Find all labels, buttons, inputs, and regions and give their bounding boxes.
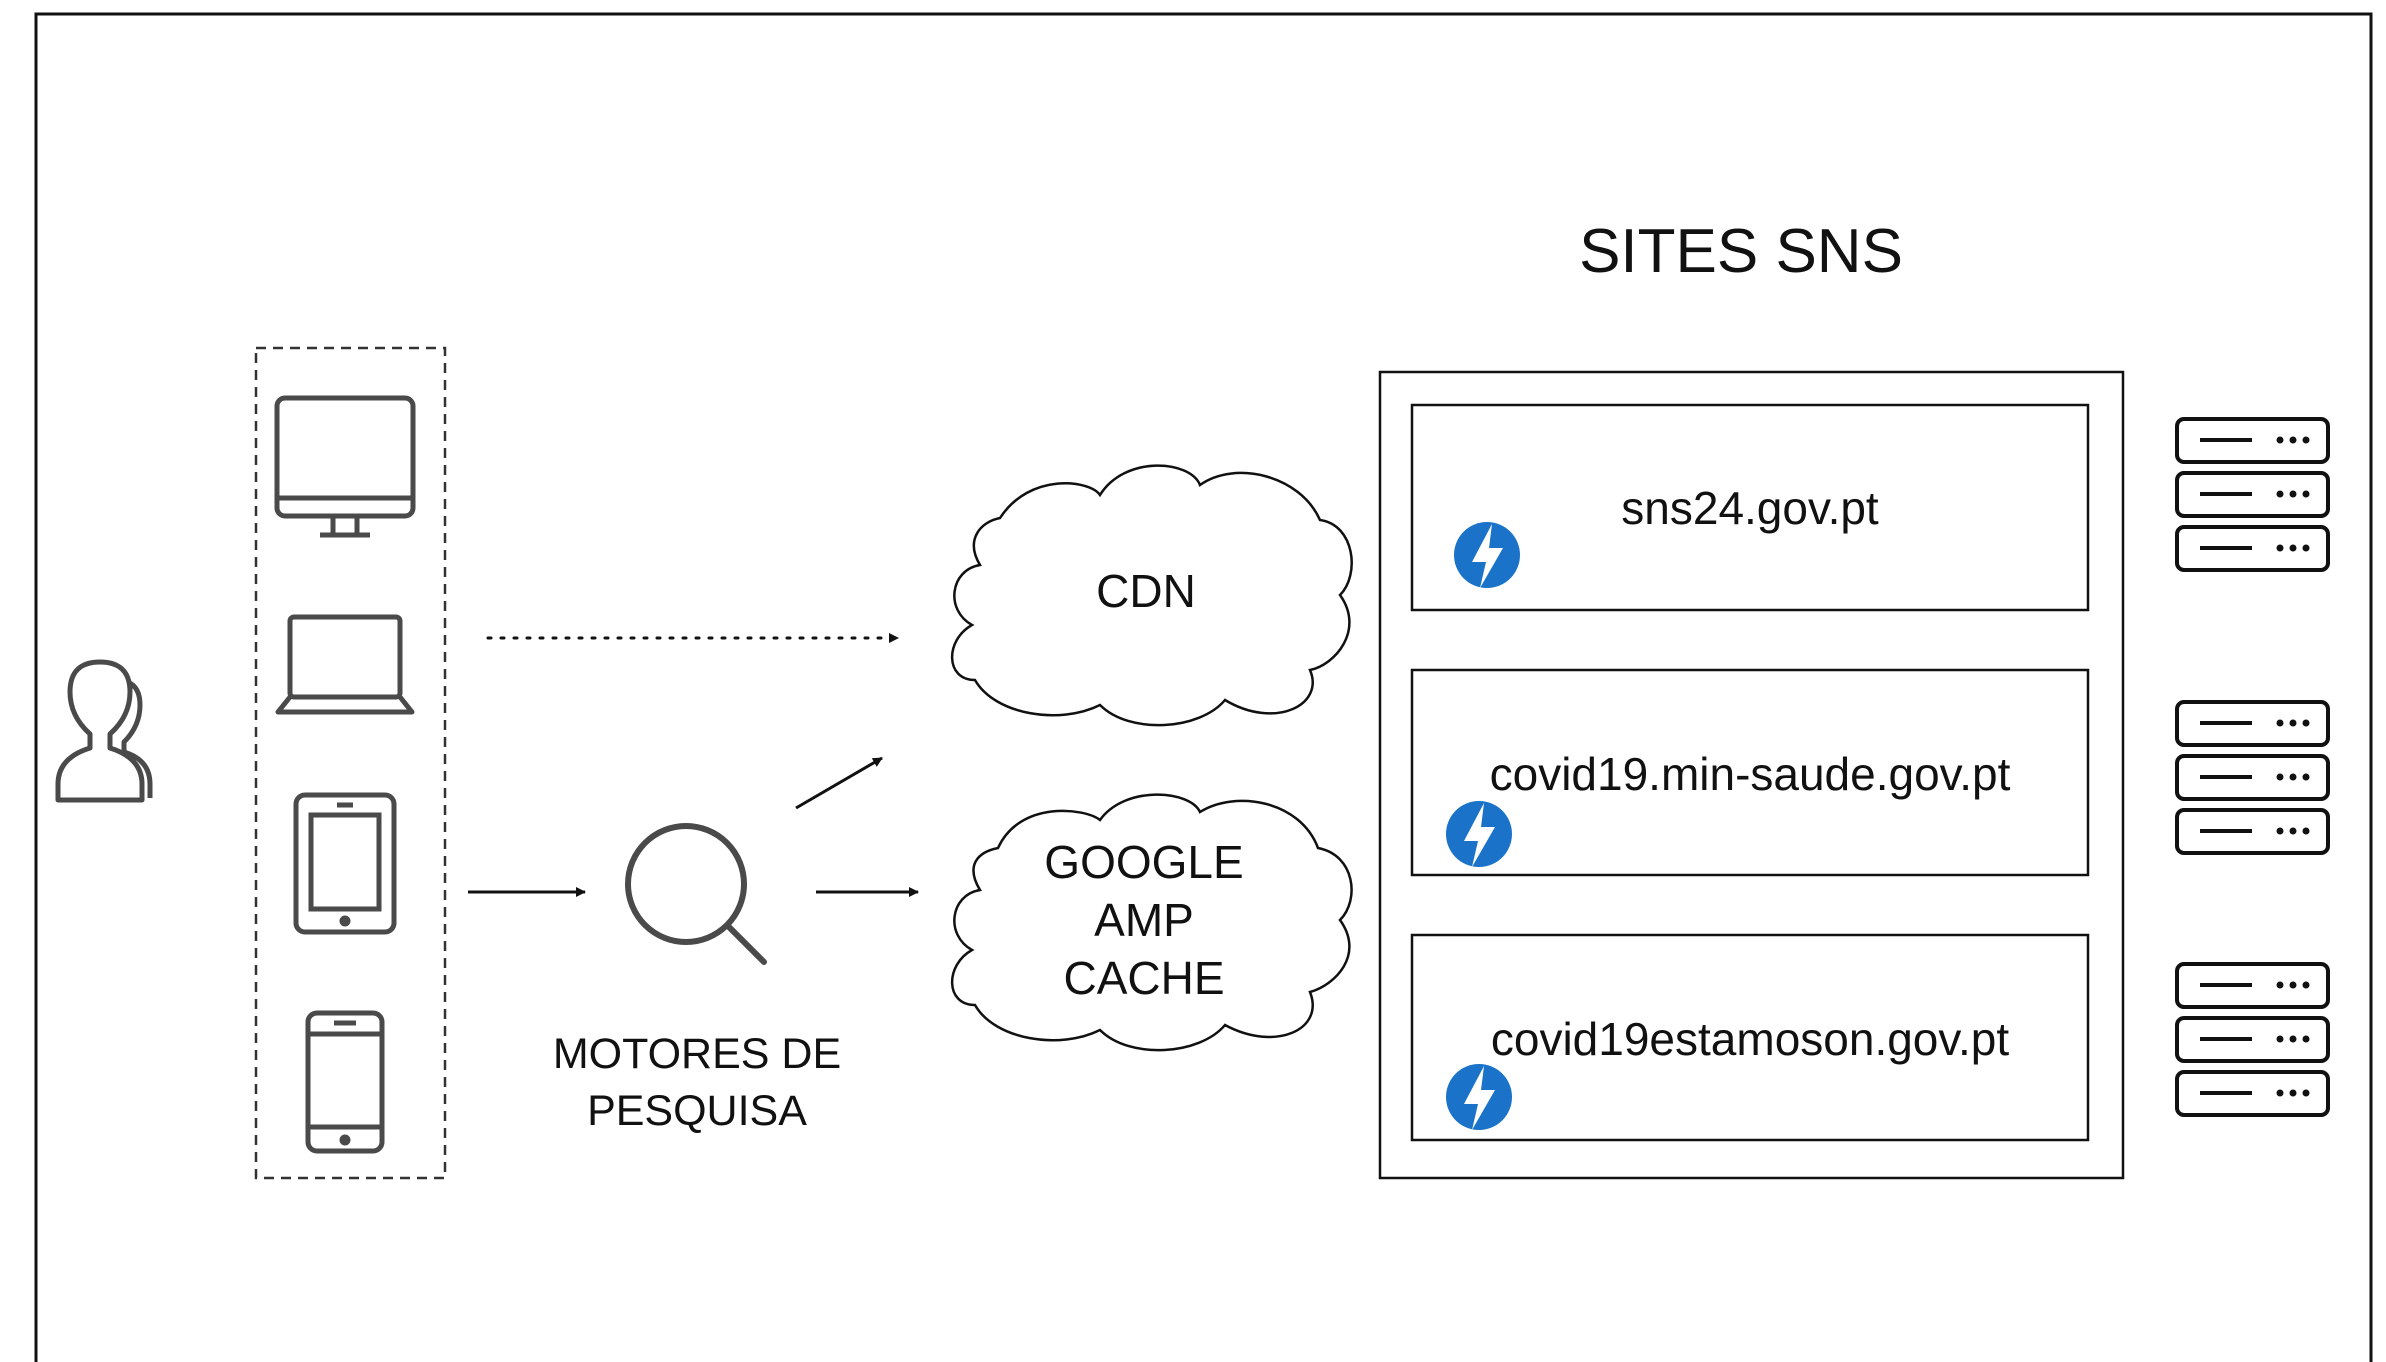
amp-lightning-icon	[1446, 801, 1512, 867]
amp-lightning-icon	[1446, 1064, 1512, 1130]
server-stack-icon	[2175, 700, 2330, 855]
search-icon	[625, 823, 767, 965]
cdn-cloud: CDN	[950, 464, 1353, 727]
site-box-covid19-min-saude: covid19.min-saude.gov.pt	[1410, 668, 2090, 877]
outer-frame	[34, 12, 2373, 1362]
desktop-icon	[274, 395, 416, 538]
site-box-sns24: sns24.gov.pt	[1410, 403, 2090, 612]
amp-cache-label-line-1: GOOGLE	[1044, 836, 1243, 888]
amp-cache-label-line-2: AMP	[1094, 894, 1194, 946]
search-label-line-1: MOTORES DE	[553, 1030, 841, 1078]
sites-container	[1378, 370, 2125, 1180]
site-domain: covid19.min-saude.gov.pt	[1490, 748, 2011, 800]
devices-group	[254, 346, 447, 1180]
smartphone-icon	[305, 1010, 385, 1154]
users-icon	[55, 659, 153, 803]
sites-title: SITES SNS	[1579, 217, 1903, 286]
search-to-cdn-arrow	[795, 756, 883, 810]
amp-cache-cloud: GOOGLE AMP CACHE	[950, 793, 1353, 1052]
site-box-covid19estamoson: covid19estamoson.gov.pt	[1410, 933, 2090, 1142]
site-domain: sns24.gov.pt	[1621, 482, 1879, 534]
amp-cache-label-line-3: CACHE	[1063, 952, 1224, 1004]
cdn-label: CDN	[1096, 565, 1196, 617]
tablet-icon	[293, 792, 397, 935]
server-stack-icon	[2175, 962, 2330, 1117]
server-stack-icon	[2175, 417, 2330, 572]
site-domain: covid19estamoson.gov.pt	[1491, 1013, 2009, 1065]
laptop-icon	[275, 614, 415, 715]
search-label-line-2: PESQUISA	[587, 1087, 807, 1135]
amp-lightning-icon	[1454, 522, 1520, 588]
